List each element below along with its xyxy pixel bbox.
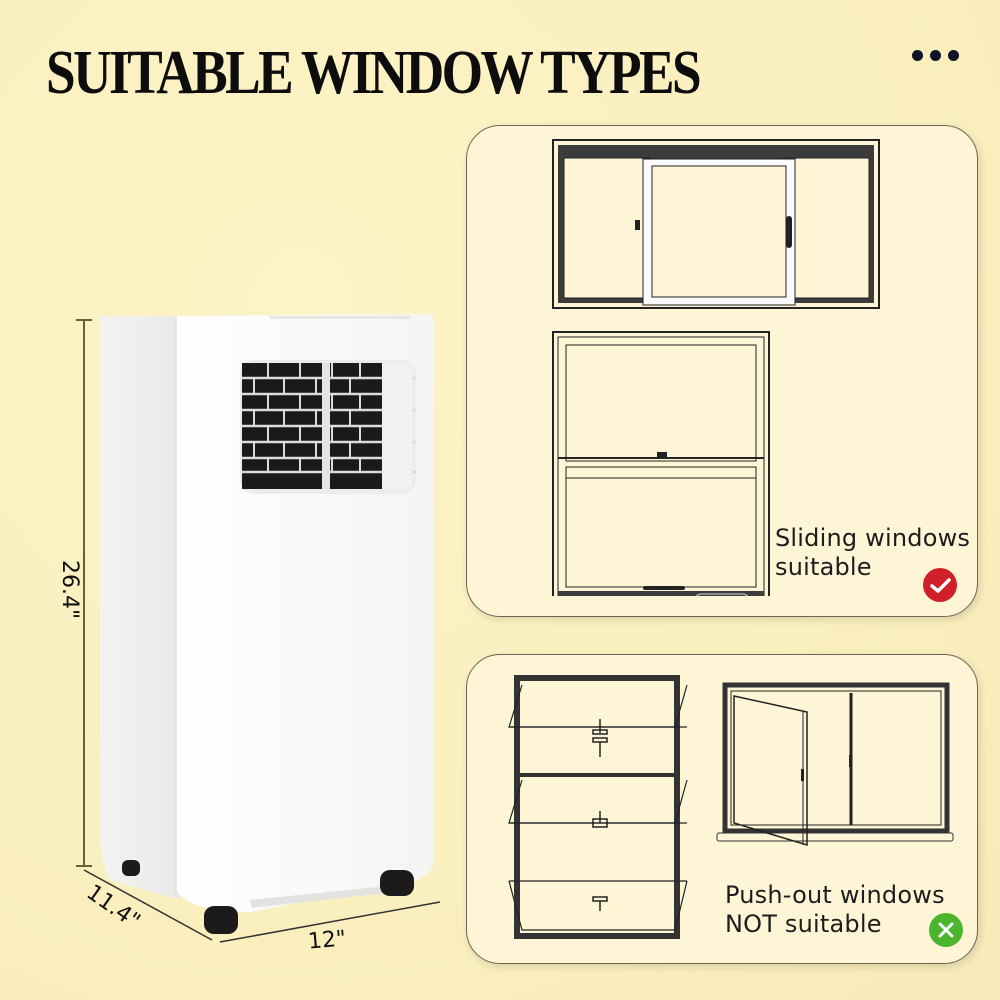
horizontal-sliding-window-icon: [552, 139, 880, 596]
dot: [948, 50, 959, 61]
not-suitable-badge: [929, 913, 963, 947]
height-dimension-label: 26.4": [57, 560, 82, 620]
push-out-window-icons: [508, 675, 954, 939]
sliding-windows-panel: Sliding windows suitable: [466, 125, 978, 617]
caption-line: NOT suitable: [725, 910, 882, 938]
more-horizontal-icon: [912, 50, 923, 61]
x-icon: [938, 922, 954, 938]
dot: [930, 50, 941, 61]
check-icon: [930, 578, 951, 593]
push-out-windows-panel: Push-out windows NOT suitable: [466, 654, 978, 964]
caption-line: Push-out windows: [725, 881, 945, 909]
air-conditioner-icon: [76, 314, 441, 943]
width-dimension-label: 12": [306, 926, 348, 955]
air-conditioner-illustration: [70, 300, 460, 960]
push-out-windows-caption: Push-out windows NOT suitable: [725, 881, 945, 939]
caption-line: Sliding windows: [775, 524, 971, 552]
sliding-windows-caption: Sliding windows suitable: [775, 524, 970, 582]
suitable-badge: [923, 568, 957, 602]
caption-line: suitable: [775, 553, 872, 581]
page-title: SUITABLE WINDOW TYPES: [46, 39, 702, 107]
more-menu-button[interactable]: [912, 50, 959, 61]
